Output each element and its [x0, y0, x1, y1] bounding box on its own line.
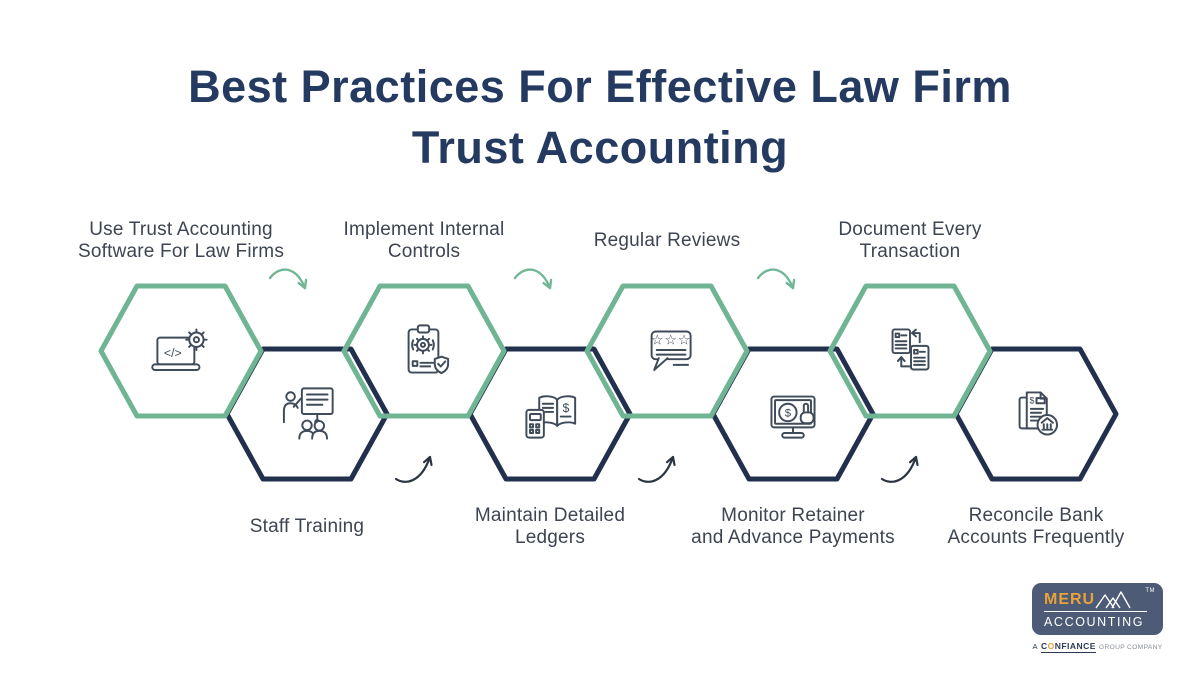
- tagline-letter-o: O: [1047, 641, 1055, 651]
- tagline-company-name: CONFIANCE: [1040, 641, 1096, 653]
- flow-arrow-up-icon: [394, 455, 433, 483]
- hexagon-outline-navy: [953, 346, 1119, 482]
- documents-exchange-icon: [891, 328, 930, 371]
- hexagon-outline-green: [584, 283, 750, 419]
- svg-text:$: $: [562, 401, 569, 415]
- step-label: Maintain Detailed Ledgers: [474, 505, 626, 548]
- step-implement-internal-controls: Implement Internal Controls: [341, 219, 507, 419]
- step-label: Use Trust Accounting Software For Law Fi…: [77, 219, 285, 262]
- logo-division-text: ACCOUNTING: [1044, 615, 1145, 629]
- hexagon-outline-green: [98, 283, 264, 419]
- review-stars-bubble-icon: ☆☆☆: [650, 330, 692, 371]
- step-regular-reviews: Regular Reviews ☆☆☆: [584, 230, 750, 419]
- svg-text:$: $: [1029, 396, 1034, 406]
- tagline-letter: C: [1040, 641, 1048, 651]
- bank-reconcile-icon: $: [1018, 391, 1059, 436]
- flow-arrow-down-icon: [268, 268, 308, 290]
- tagline-letters: NFIANCE: [1054, 641, 1096, 651]
- svg-text:</>: </>: [164, 346, 182, 360]
- laptop-gear-icon: </>: [151, 328, 208, 371]
- logo-badge: MERU TM ACCOUNTING: [1032, 583, 1163, 635]
- hexagon-outline-green: [827, 283, 993, 419]
- staff-training-icon: [282, 387, 334, 440]
- step-label: Implement Internal Controls: [343, 219, 505, 262]
- step-label: Reconcile Bank Accounts Frequently: [947, 505, 1125, 548]
- ledger-book-calculator-icon: $: [525, 395, 577, 439]
- flow-arrow-up-icon: [637, 455, 676, 483]
- flow-arrow-up-icon: [880, 455, 919, 483]
- step-document-every-transaction: Document Every Transaction: [827, 219, 993, 419]
- svg-text:☆☆☆: ☆☆☆: [651, 331, 691, 347]
- mountain-peaks-icon: [1095, 591, 1131, 609]
- monitor-payment-icon: $: [770, 395, 816, 439]
- step-label: Regular Reviews: [593, 230, 741, 251]
- step-label: Monitor Retainer and Advance Payments: [691, 505, 895, 548]
- step-use-trust-accounting-software: Use Trust Accounting Software For Law Fi…: [78, 219, 284, 419]
- step-reconcile-bank-accounts: Reconcile Bank Accounts Frequently $: [948, 346, 1124, 548]
- hexagon-outline-green: [341, 283, 507, 419]
- tagline-prefix: A: [1032, 642, 1038, 651]
- step-label: Document Every Transaction: [838, 219, 982, 262]
- trademark-symbol: TM: [1145, 588, 1155, 594]
- logo-brand-text: MERU: [1044, 591, 1096, 608]
- step-label: Staff Training: [249, 516, 365, 537]
- page-title: Best Practices For Effective Law Firm Tr…: [188, 61, 1012, 173]
- clipboard-gear-shield-icon: [407, 324, 450, 375]
- tagline-suffix: GROUP COMPANY: [1098, 644, 1163, 651]
- flow-arrow-down-icon: [513, 268, 553, 290]
- flow-arrow-down-icon: [756, 268, 796, 290]
- svg-text:$: $: [785, 408, 792, 420]
- logo-divider: [1044, 611, 1147, 612]
